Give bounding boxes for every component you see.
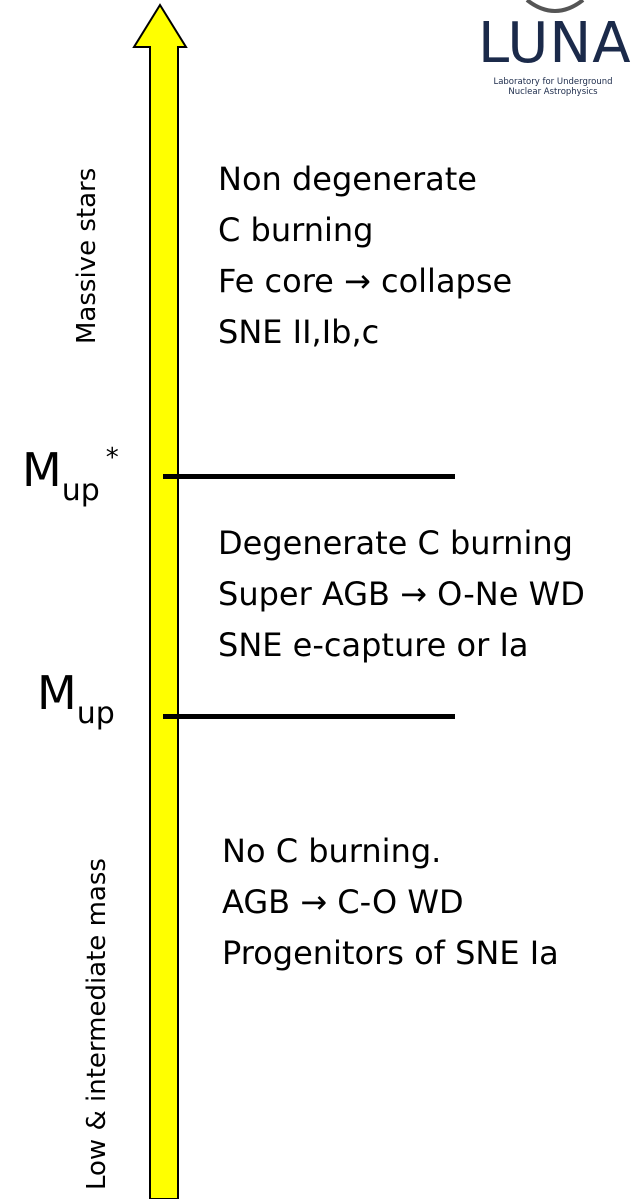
low-intermediate-mass-label: Low & intermediate mass (82, 858, 112, 1190)
arrow-shape (132, 3, 188, 1199)
mup-star-main: M (22, 443, 62, 497)
massive-line-3: Fe core → collapse (218, 262, 513, 300)
massive-line-1: Non degenerate (218, 160, 477, 198)
massive-stars-label: Massive stars (72, 167, 102, 344)
super-agb-line-1: Degenerate C burning (218, 524, 573, 562)
mup-main: M (37, 666, 77, 720)
super-agb-line-2: Super AGB → O-Ne WD (218, 575, 585, 613)
luna-logo: LUNA Laboratory for Underground Nuclear … (470, 0, 635, 100)
logo-wordmark: LUNA (478, 11, 632, 76)
mup-sub: up (76, 696, 115, 731)
low-mass-line-1: No C burning. (222, 832, 442, 870)
massive-line-2: C burning (218, 211, 374, 249)
logo-subtitle-1: Laboratory for Underground (493, 77, 613, 87)
massive-line-4: SNE II,Ib,c (218, 313, 380, 351)
mup-star-sub: up (61, 473, 100, 508)
mup-star-line (163, 474, 455, 479)
mup-label: Mup (37, 670, 115, 731)
super-agb-region-text: Degenerate C burning Super AGB → O-Ne WD… (218, 518, 585, 671)
massive-region-text: Non degenerate C burning Fe core → colla… (218, 154, 512, 358)
logo-subtitle-2: Nuclear Astrophysics (508, 87, 598, 97)
mup-star-sup: * (105, 443, 119, 473)
low-mass-region-text: No C burning. AGB → C-O WD Progenitors o… (222, 826, 559, 979)
super-agb-line-3: SNE e-capture or Ia (218, 626, 529, 664)
low-mass-line-2: AGB → C-O WD (222, 883, 464, 921)
mass-axis-arrow (132, 3, 188, 1199)
low-mass-line-3: Progenitors of SNE Ia (222, 934, 559, 972)
mup-star-label: Mup* (22, 443, 119, 508)
mup-line (163, 714, 455, 719)
logo-arc-icon (525, 0, 585, 13)
